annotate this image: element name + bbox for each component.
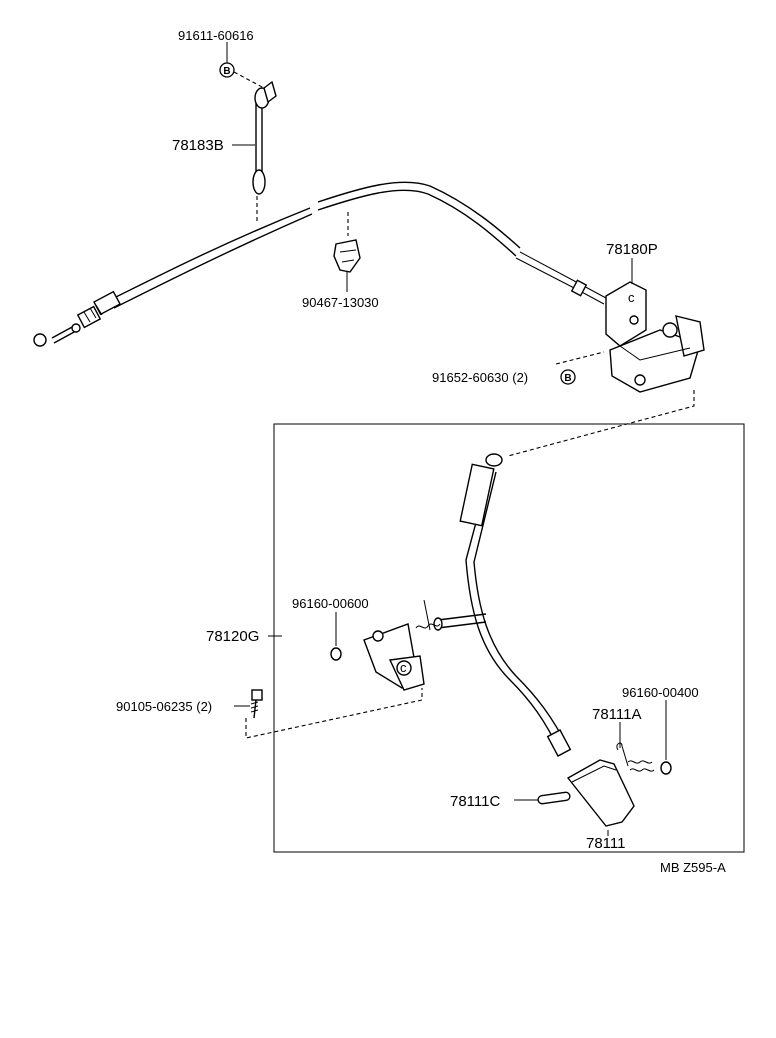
connector-bracket-to-lever <box>507 390 695 457</box>
label-78183B: 78183B <box>172 137 224 154</box>
accelerator-cable-assembly <box>33 181 607 347</box>
connector-91652 <box>555 351 605 365</box>
svg-text:B: B <box>223 66 230 77</box>
nut-96160-00400 <box>660 761 672 775</box>
pin-78111C <box>537 791 571 805</box>
label-90467-13030: 90467-13030 <box>302 295 379 310</box>
svg-text:c: c <box>628 290 635 305</box>
bolt-90105 <box>250 689 263 719</box>
label-91611-60616: 91611-60616 <box>178 28 254 43</box>
svg-text:c: c <box>400 660 407 675</box>
label-90105-06235: 90105-06235 (2) <box>116 699 212 714</box>
badge-b-91611: B <box>219 62 235 78</box>
label-78111A: 78111A <box>592 706 642 723</box>
label-96160-00600: 96160-00600 <box>292 596 369 611</box>
label-78180P: 78180P <box>606 241 658 258</box>
leader-91611-dash <box>233 71 265 89</box>
nut-96160-00600 <box>330 647 342 661</box>
link-rod-78183B <box>252 80 277 224</box>
badge-b-91652: B <box>560 369 576 385</box>
pedal-bracket-78180P: c <box>605 281 705 393</box>
cable-clamp-90467 <box>333 212 361 273</box>
label-91652-60630: 91652-60630 (2) <box>432 370 528 385</box>
label-96160-00400: 96160-00400 <box>622 685 699 700</box>
label-78111C: 78111C <box>450 793 500 810</box>
pedal-pad-78111 <box>566 759 635 827</box>
svg-text:B: B <box>564 373 571 384</box>
pedal-assembly-frame <box>273 423 745 853</box>
pedal-support-78120G: c <box>363 599 441 691</box>
label-78111: 78111 <box>586 835 626 852</box>
pedal-lever <box>433 453 572 757</box>
connector-90105 <box>245 688 423 739</box>
label-78120G: 78120G <box>206 628 259 645</box>
spring-78111A <box>616 742 655 772</box>
diagram-code: MB Z595-A <box>660 860 726 875</box>
